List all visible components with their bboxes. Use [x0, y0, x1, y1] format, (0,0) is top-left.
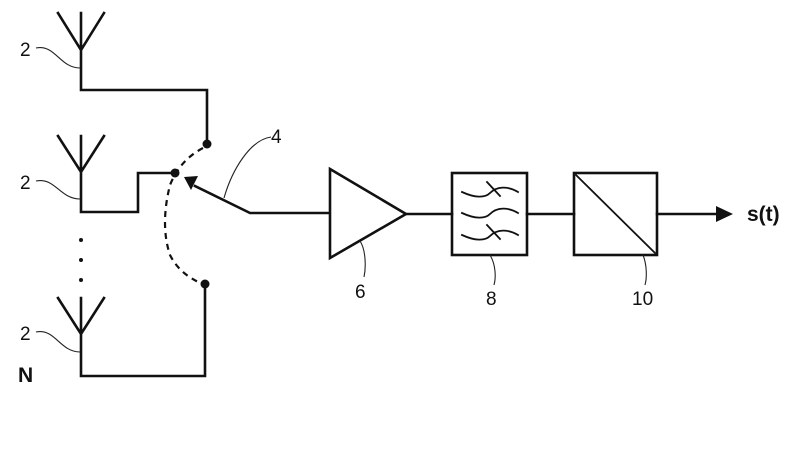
- ref-label-4: 4: [271, 127, 282, 148]
- antenna-index-label: N: [18, 364, 33, 387]
- output-signal-label: s(t): [747, 203, 780, 226]
- ref-label-2a: 2: [20, 40, 31, 61]
- ref-label-8: 8: [486, 289, 497, 310]
- switch-arrowhead: [184, 176, 198, 190]
- filter-8: 8: [450, 171, 529, 310]
- antenna-1-feed: [56, 11, 209, 146]
- leader-line-8: [489, 254, 496, 286]
- leader-line-4: [223, 136, 272, 199]
- switch-arm: [193, 184, 330, 215]
- antenna-1: 2: [20, 11, 212, 149]
- ref-label-2b: 2: [20, 173, 31, 194]
- leader-line-2n: [35, 331, 81, 353]
- antenna-n-feed: [56, 282, 207, 378]
- ref-label-2n: 2: [20, 324, 31, 345]
- amplifier-6: 6: [328, 166, 409, 303]
- leader-line-6: [359, 240, 366, 278]
- converter-10: 10: [572, 171, 659, 310]
- converter-diagonal-icon: [574, 173, 657, 255]
- switch-4: 4: [163, 127, 330, 286]
- switch-arc: [163, 147, 204, 286]
- ellipsis-dots: [79, 238, 83, 282]
- antenna-n: 2 N: [18, 279, 210, 387]
- output-arrowhead-icon: [716, 206, 733, 222]
- leader-line-10: [642, 254, 647, 286]
- antenna-2: 2: [20, 134, 180, 214]
- ref-label-6: 6: [355, 282, 366, 303]
- antenna-2-feed: [56, 134, 177, 214]
- leader-line-2b: [35, 180, 81, 200]
- switch-contact-n: [200, 279, 210, 289]
- leader-line-2a: [35, 47, 81, 69]
- amplifier-triangle: [328, 166, 409, 261]
- output: s(t): [655, 203, 780, 226]
- ref-label-10: 10: [632, 289, 653, 310]
- switch-contact-1: [202, 139, 212, 149]
- filter-wave-icon: [460, 180, 520, 241]
